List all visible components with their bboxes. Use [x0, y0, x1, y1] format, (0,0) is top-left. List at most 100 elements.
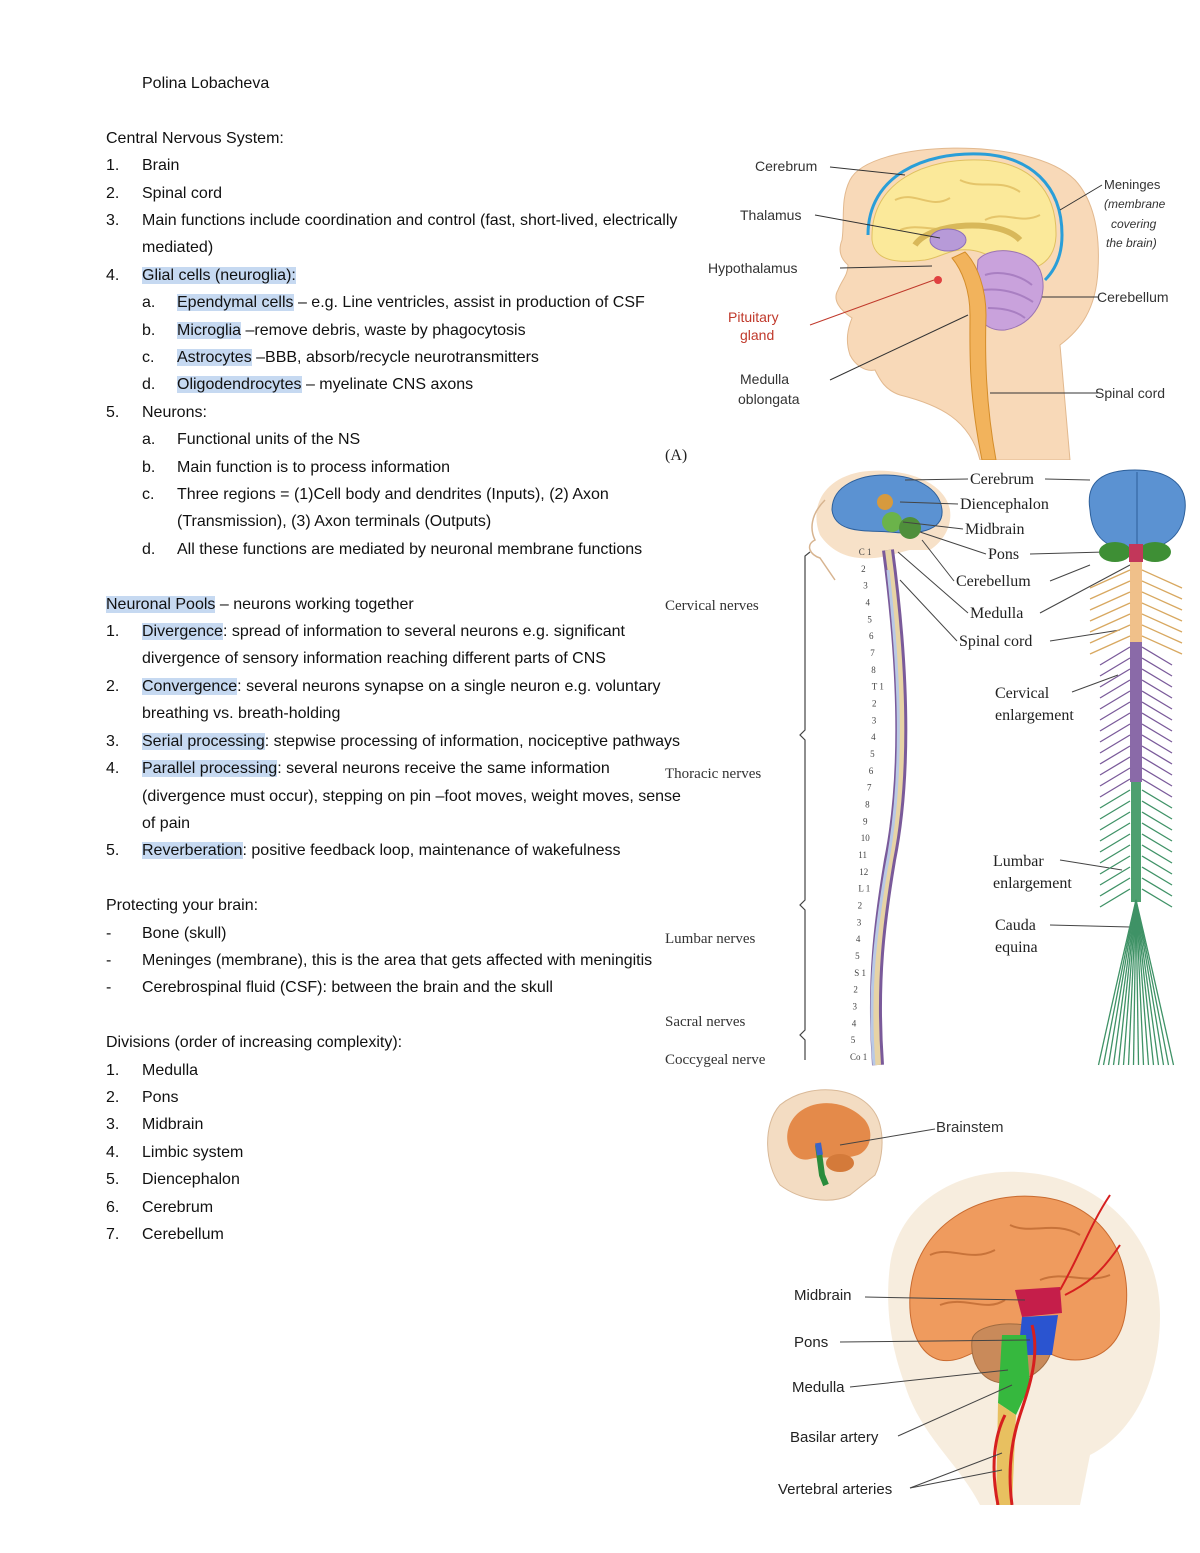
panel-label: (A): [665, 447, 687, 464]
list-item: 5.Neurons:: [106, 403, 207, 421]
nerve-branch: [1089, 569, 1131, 589]
label-meninges-2: (membrane: [1104, 197, 1166, 211]
vertebra-label: 9: [863, 816, 868, 826]
vertebra-label: 5: [867, 614, 872, 624]
label-cervical-nerves: Cervical nerves: [665, 598, 759, 614]
nerve-branch: [1141, 745, 1173, 765]
nerve-branch: [1099, 734, 1131, 754]
vertebra-label: 5: [870, 749, 875, 759]
highlight-term: Ependymal cells: [177, 294, 294, 312]
front-view-cns: [1088, 469, 1186, 902]
nerve-branch: [1099, 844, 1131, 864]
nerve-branch: [1099, 866, 1131, 886]
nerve-branch: [1141, 701, 1173, 721]
nerve-branch: [1099, 756, 1131, 776]
nerve-branch: [1099, 833, 1131, 853]
nerve-branch: [1141, 822, 1173, 842]
brainstem-figure: Brainstem Midbrain Pons Medulla Basilar …: [740, 1085, 1200, 1505]
nerve-branch: [1099, 701, 1131, 721]
vertebra-label: 11: [858, 850, 867, 860]
nerve-branch: [1089, 580, 1131, 600]
label-cervical-enlargement: Cervical: [995, 685, 1050, 702]
label-spinal-cord: Spinal cord: [1095, 385, 1165, 401]
highlight-term: Divergence: [142, 623, 223, 641]
label-coccygeal-nerve: Coccygeal nerve: [665, 1052, 766, 1068]
sub-list-item: a.Functional units of the NS: [142, 431, 361, 449]
list-item: 7.Cerebellum: [106, 1225, 224, 1243]
notes-column: Polina Lobacheva Central Nervous System:…: [106, 70, 686, 1248]
nerve-branch: [1141, 657, 1173, 677]
highlight-term: Parallel processing: [142, 760, 278, 778]
vertebra-label: 12: [859, 867, 868, 877]
vertebra-label: 3: [863, 581, 868, 591]
label-pons: Pons: [988, 546, 1019, 563]
pools-heading: Neuronal Pools – neurons working togethe…: [106, 595, 414, 613]
brain-sagittal-figure: Cerebrum Thalamus Hypothalamus Pituitary…: [700, 140, 1190, 460]
highlight-term: Serial processing: [142, 732, 265, 750]
highlight-term: Glial cells (neuroglia):: [142, 266, 296, 284]
list-item: -Meninges (membrane), this is the area t…: [106, 951, 653, 969]
nerve-branch: [1099, 811, 1131, 831]
author-name: Polina Lobacheva: [142, 75, 270, 92]
label-meninges: Meninges: [1104, 177, 1161, 192]
vertebra-label: 4: [866, 598, 871, 608]
nerve-branch: [1141, 613, 1183, 633]
label-midbrain: Midbrain: [794, 1287, 852, 1304]
cns-heading: Central Nervous System:: [106, 129, 284, 147]
nerve-branch: [1099, 877, 1131, 897]
vertebra-label: T 1: [872, 682, 884, 692]
nerve-branch: [1141, 789, 1173, 809]
list-item: -Cerebrospinal fluid (CSF): between the …: [106, 979, 553, 997]
sub-list-item: b.Microglia –remove debris, waste by pha…: [142, 321, 526, 339]
list-item: 2.Pons: [106, 1088, 179, 1106]
label-cauda-equina: Cauda: [995, 917, 1036, 934]
nerve-branch: [1099, 789, 1131, 809]
vertebra-label: 2: [872, 699, 877, 709]
vertebra-label: 4: [871, 732, 876, 742]
list-item: 4.Limbic system: [106, 1143, 244, 1161]
label-thoracic-nerves: Thoracic nerves: [665, 766, 761, 782]
vertebra-label: 7: [870, 648, 875, 658]
nerve-branch: [1141, 635, 1183, 655]
vertebra-label: 2: [861, 564, 866, 574]
nerve-branch: [1089, 591, 1131, 611]
highlight-term: Oligodendrocytes: [177, 376, 302, 394]
nerve-branch: [1141, 569, 1183, 589]
vertebra-label: 5: [855, 951, 860, 961]
protect-heading: Protecting your brain:: [106, 897, 259, 915]
vertebra-label: 5: [851, 1035, 856, 1045]
vertebra-label: 8: [865, 800, 870, 810]
nerve-branch: [1089, 602, 1131, 622]
label-medulla: Medulla: [792, 1379, 845, 1396]
nerve-branch: [1099, 679, 1131, 699]
nerve-branch: [1089, 613, 1131, 633]
list-item: 2.Convergence: several neurons synapse o…: [106, 677, 661, 723]
list-item: 3.Serial processing: stepwise processing…: [106, 732, 681, 750]
label-meninges-4: the brain): [1106, 236, 1157, 250]
nerve-branch: [1099, 657, 1131, 677]
label-meninges-3: covering: [1111, 217, 1157, 231]
nerve-branch: [1089, 624, 1131, 644]
nerve-branch: [1141, 811, 1173, 831]
divisions-heading: Divisions (order of increasing complexit…: [106, 1034, 403, 1052]
nerve-branch: [1099, 712, 1131, 732]
vertebra-label: 2: [853, 985, 858, 995]
nerve-branch: [1141, 679, 1173, 699]
list-item: 3.Main functions include coordination an…: [106, 212, 678, 257]
pons-region: [1018, 1315, 1058, 1355]
list-item: 1.Divergence: spread of information to s…: [106, 623, 625, 668]
label-spinal-cord: Spinal cord: [959, 633, 1032, 650]
nerve-branch: [1099, 800, 1131, 820]
vertebra-label: 4: [852, 1018, 857, 1028]
vertebra-label: 6: [869, 766, 874, 776]
vertebra-label: L 1: [858, 884, 870, 894]
nerve-branch: [1099, 646, 1131, 666]
list-item: 4.Glial cells (neuroglia):: [106, 266, 296, 284]
medulla-region: [998, 1335, 1030, 1415]
nerve-branch: [1141, 888, 1173, 908]
sub-list-item: a.Ependymal cells – e.g. Line ventricles…: [142, 294, 645, 312]
highlight-term: Astrocytes: [177, 349, 252, 367]
label-lumbar-enlargement-2: enlargement: [993, 875, 1072, 892]
label-pituitary: Pituitary: [728, 309, 779, 325]
